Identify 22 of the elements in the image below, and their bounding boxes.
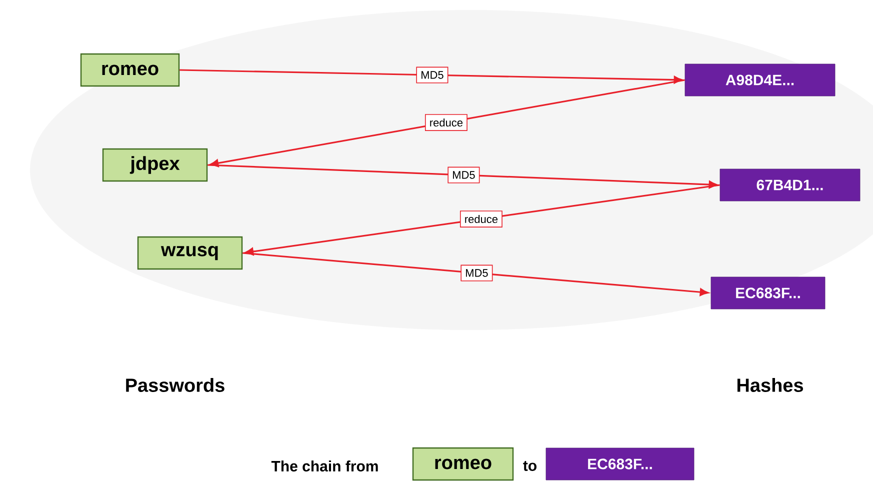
password-box: jdpex [102, 148, 208, 182]
arrow [242, 252, 709, 296]
edge-label: reduce [460, 210, 502, 228]
hash-box: EC683F... [710, 276, 826, 310]
password-box: romeo [80, 53, 180, 87]
arrow [180, 69, 683, 84]
hash-box: EC683F... [546, 448, 694, 480]
password-box: romeo [412, 447, 514, 481]
arrow [244, 184, 720, 256]
edge-label: reduce [425, 114, 468, 131]
hash-box: 67B4D1... [720, 168, 860, 202]
hash-box: A98D4E... [684, 64, 836, 96]
password-box: wzusq [137, 236, 243, 270]
caption-text: The chain from [271, 460, 378, 472]
edge-label: MD5 [448, 166, 480, 184]
edge-label: MD5 [460, 264, 493, 282]
arrow [210, 79, 685, 168]
caption-text: to [523, 461, 536, 471]
edge-label: MD5 [416, 66, 448, 84]
column-heading: Passwords [126, 378, 224, 392]
arrow [208, 164, 718, 188]
column-heading: Hashes [737, 378, 804, 392]
